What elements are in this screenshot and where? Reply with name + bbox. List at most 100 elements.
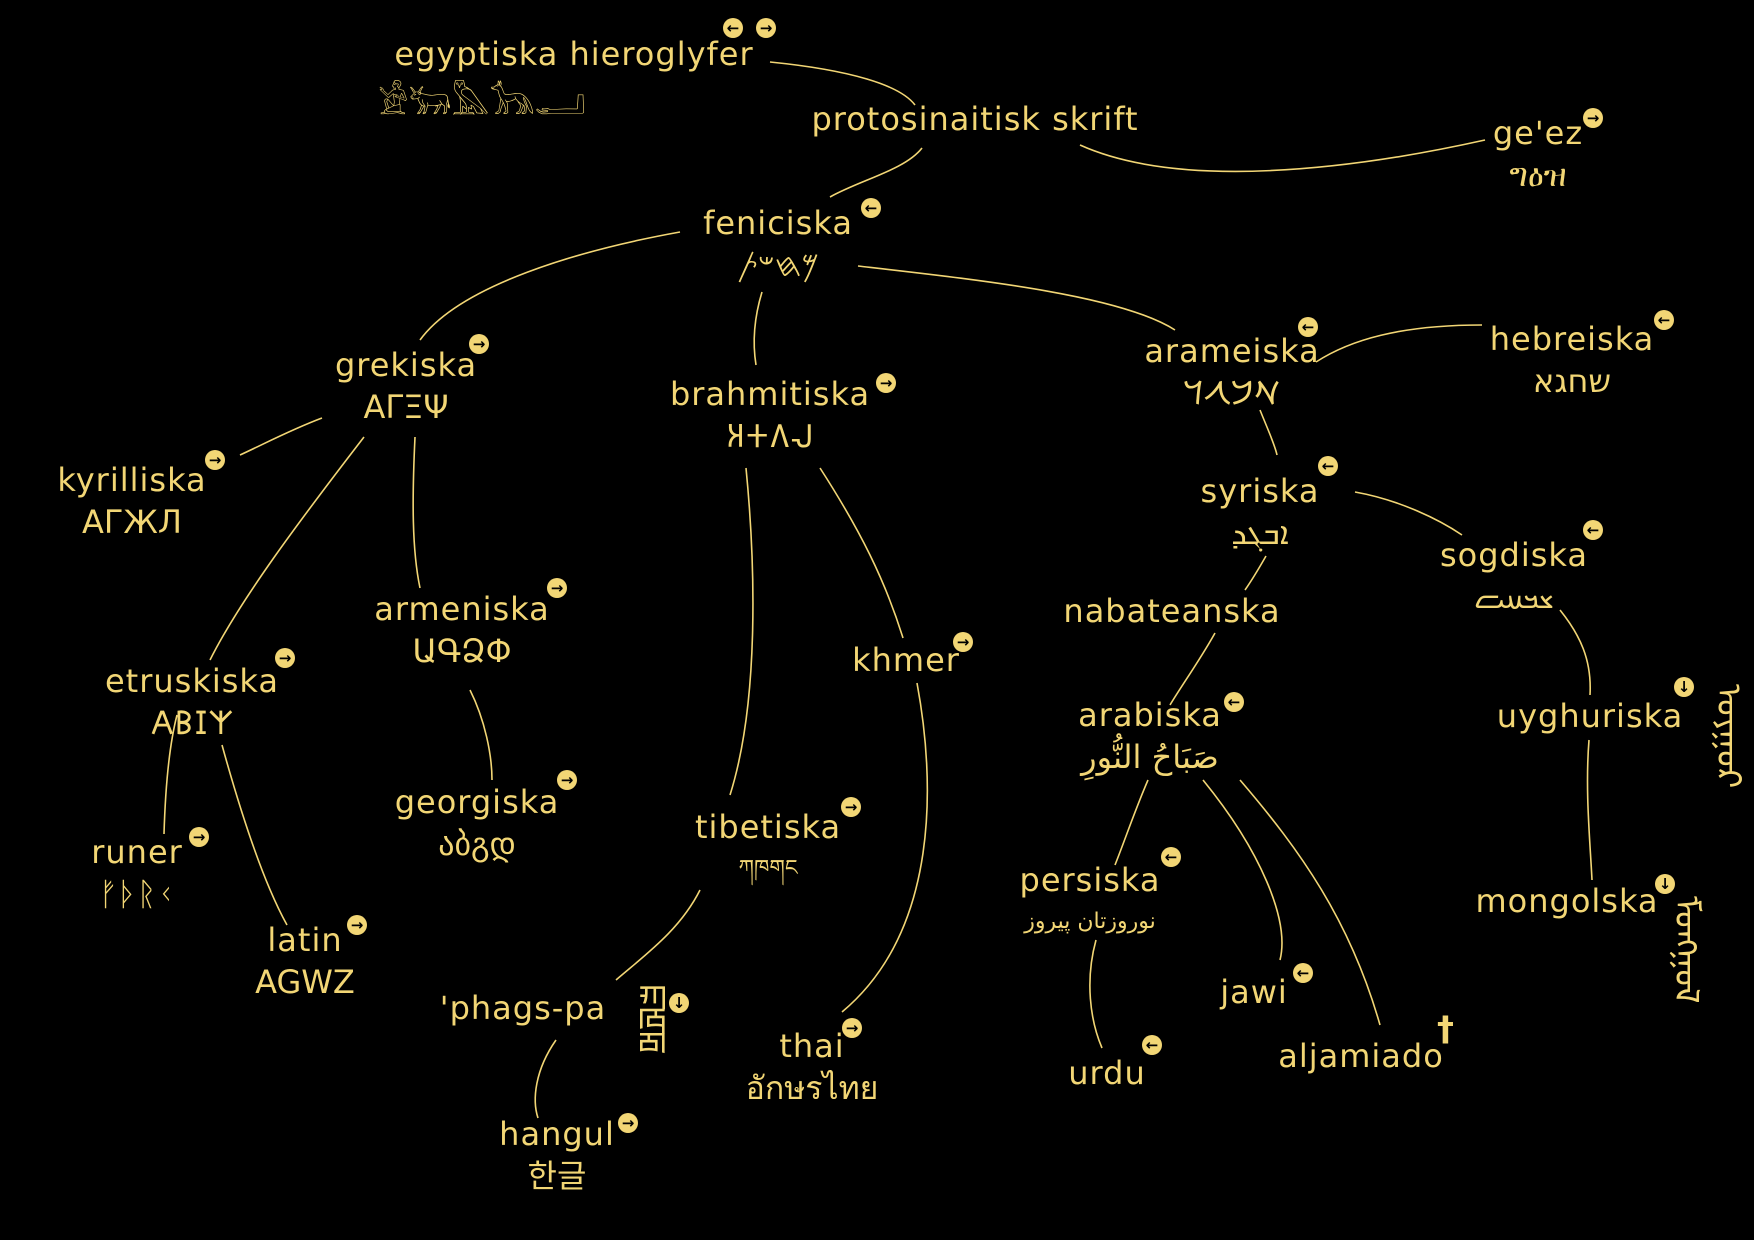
node-protosinaitisk[interactable]: protosinaitisk skrift [811,100,1138,138]
node-khmer[interactable]: khmer [852,641,960,679]
arrow-right-icon[interactable]: → [876,373,896,393]
node-label: kyrilliska [57,461,207,499]
node-sample: 𐤌𐤇𐤔𐤕 [736,246,820,284]
arrow-right-icon[interactable]: → [953,632,973,652]
node-geez[interactable]: ge'ez ግዕዝ [1493,114,1583,194]
node-latin[interactable]: latin AGWZ [255,921,355,1001]
node-sample-hieroglyphs: 𓀀𓃒𓅓𓃥𓂝 [378,83,586,123]
node-persiska[interactable]: persiska نوروزتان پیروز [1020,861,1161,941]
arrow-right-icon[interactable]: → [842,1018,862,1038]
edge-feniciska-grekiska [419,231,681,341]
node-thai[interactable]: thai อักษรไทย [746,1027,879,1107]
arrow-right-icon[interactable]: → [557,770,577,790]
node-sogdiska[interactable]: sogdiska 𐼰𐼱𐼲𐼳 [1440,536,1588,616]
arrow-right-icon[interactable]: → [469,334,489,354]
edge-arabiska-aljamiado [1239,779,1381,1026]
node-label: uyghuriska [1496,697,1684,735]
node-arameiska[interactable]: arameiska 𐡀𐡁𐡂𐡃 [1144,332,1319,412]
node-brahmitiska[interactable]: brahmitiska 𑀅𑀓𑀕𑀮 [670,375,870,455]
node-sample: 𐼰𐼱𐼲𐼳 [1473,578,1555,616]
edge-khmer-thai [841,682,929,1013]
edge-grekiska-kyrilliska [239,417,323,456]
node-phagspa[interactable]: 'phags-pa [440,989,606,1027]
arrow-left-icon[interactable]: ← [1583,520,1603,540]
node-sample: 한글 [527,1157,587,1195]
node-sample: صَبَاحُ النُّورِ [1081,738,1219,776]
edge-arameiska-syriska [1259,409,1278,456]
arrow-right-icon[interactable]: → [1583,108,1603,128]
node-sample: ግዕዝ [1509,156,1567,194]
arrow-left-icon[interactable]: ← [1654,310,1674,330]
arrow-right-icon[interactable]: → [189,827,209,847]
node-aljamiado[interactable]: aljamiado [1278,1037,1444,1075]
node-sample: ᚠᚦᚱᚲ [98,875,176,913]
arrow-left-icon[interactable]: ← [723,18,743,38]
edge-armeniska-georgiska [469,689,493,781]
node-label: khmer [852,641,960,679]
arrow-down-icon[interactable]: ↓ [1674,677,1694,697]
arrow-right-icon[interactable]: → [547,578,567,598]
arrow-right-icon[interactable]: → [618,1113,638,1133]
node-feniciska[interactable]: feniciska 𐤌𐤇𐤔𐤕 [703,204,853,284]
arrow-left-icon[interactable]: ← [861,198,881,218]
arrow-right-icon[interactable]: → [756,18,776,38]
node-label: feniciska [703,204,853,242]
node-sample: 𐡀𐡁𐡂𐡃 [1183,374,1281,412]
node-etruskiska[interactable]: etruskiska 𐌀𐌁𐌆𐌙 [105,662,279,742]
arrow-left-icon[interactable]: ← [1318,456,1338,476]
arrow-right-icon[interactable]: → [275,648,295,668]
node-tibetiska[interactable]: tibetiska ཀཁགང [695,808,841,888]
edge-syriska-nabateanska [1244,555,1267,591]
edge-arabiska-jawi [1202,779,1283,961]
edge-brahmitiska-tibetiska [729,467,754,796]
node-label: nabateanska [1063,592,1281,630]
node-sample: ΑΓΞΨ [363,388,449,426]
node-label: tibetiska [694,808,842,846]
arrow-left-icon[interactable]: ← [1293,963,1313,983]
node-syriska[interactable]: syriska ܐܒܓܕ [1201,472,1320,552]
node-label: georgiska [394,783,560,821]
node-label: syriska [1200,472,1320,510]
arrow-left-icon[interactable]: ← [1161,847,1181,867]
node-egyptiska[interactable]: egyptiska hieroglyfer [394,35,753,73]
node-sample: نوروزتان پیروز [1024,909,1156,934]
arrow-right-icon[interactable]: → [347,915,367,935]
node-nabateanska[interactable]: nabateanska [1063,592,1280,630]
node-jawi[interactable]: jawi [1220,973,1288,1011]
node-sample-uyghur: ᠤᠶᠭᠤᠷ [1708,684,1748,789]
node-label: hebreiska [1489,320,1655,358]
arrow-left-icon[interactable]: ← [1142,1035,1162,1055]
edge-egyptiska-protosinaitisk [769,61,916,106]
edge-feniciska-arameiska [857,265,1176,331]
node-hebreiska[interactable]: hebreiska שחגא [1490,320,1655,400]
arrow-down-icon[interactable]: ↓ [669,993,689,1013]
node-label: etruskiska [104,662,280,700]
node-label: hangul [499,1115,615,1153]
arrow-down-icon[interactable]: ↓ [1655,874,1675,894]
node-label: thai [779,1027,845,1065]
node-label: ge'ez [1492,114,1584,152]
node-uyghuriska[interactable]: uyghuriska [1497,697,1683,735]
node-armeniska[interactable]: armeniska ԱԳՁՓ [374,590,549,670]
node-georgiska[interactable]: georgiska აბგდ [395,783,560,863]
node-label: mongolska [1475,882,1659,920]
node-urdu[interactable]: urdu [1068,1054,1145,1092]
edge-grekiska-etruskiska [209,436,365,661]
node-kyrilliska[interactable]: kyrilliska АГЖЛ [57,461,206,541]
edge-grekiska-armeniska [412,436,421,589]
edge-etruskiska-runer [163,714,178,835]
node-arabiska[interactable]: arabiska صَبَاحُ النُّورِ [1078,696,1222,776]
arrow-right-icon[interactable]: → [205,450,225,470]
node-sample-mongol: ᠮᠣᠩᠭᠣᠯ [1666,896,1706,1004]
arrow-right-icon[interactable]: → [841,797,861,817]
node-mongolska[interactable]: mongolska [1475,882,1658,920]
edge-persiska-urdu [1089,939,1103,1049]
node-label: persiska [1019,861,1161,899]
arrow-left-icon[interactable]: ← [1298,317,1318,337]
node-grekiska[interactable]: grekiska ΑΓΞΨ [335,346,477,426]
node-runer[interactable]: runer ᚠᚦᚱᚲ [91,833,183,913]
arrow-left-icon[interactable]: ← [1224,692,1244,712]
node-hangul[interactable]: hangul 한글 [499,1115,615,1195]
node-sample: AGWZ [255,963,355,1001]
